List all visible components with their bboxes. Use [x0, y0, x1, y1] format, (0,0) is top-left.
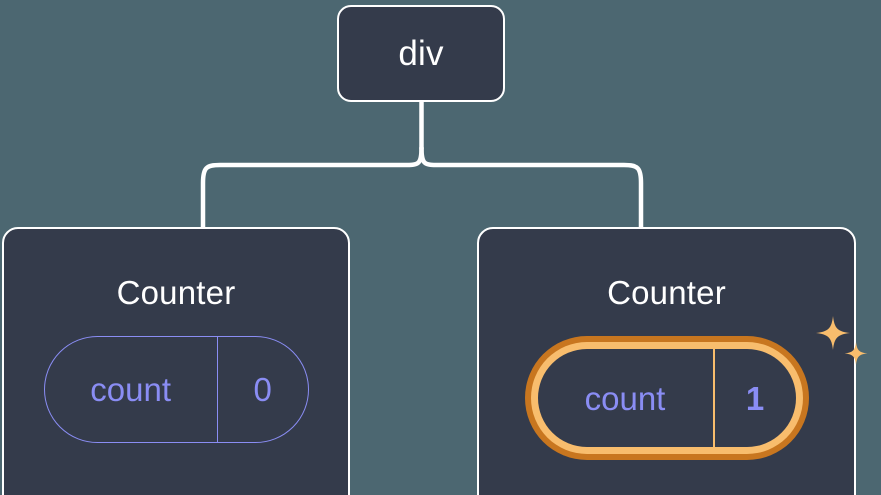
state-pill-right-value: 1	[745, 379, 765, 417]
state-pill-right-wrap: count 1	[524, 316, 867, 460]
sparkle-small-icon	[844, 342, 867, 365]
node-div[interactable]: div	[337, 5, 505, 102]
state-pill-left-wrap: count 0	[43, 336, 309, 443]
state-pill-right-core: count 1	[537, 349, 796, 447]
node-counter-left-title: Counter	[116, 274, 236, 311]
node-counter-right-title: Counter	[607, 274, 726, 311]
edge-to-left-child	[200, 145, 424, 230]
node-div-label: div	[398, 34, 444, 73]
state-pill-left-key: count	[45, 337, 218, 442]
node-counter-left[interactable]: Counter count 0	[2, 227, 350, 495]
edge-to-right-child	[419, 145, 644, 230]
state-pill-right[interactable]: count 1	[524, 336, 809, 460]
state-pill-left[interactable]: count 0	[43, 336, 309, 443]
node-counter-right[interactable]: Counter count 1	[477, 227, 867, 495]
sparkle-large-icon	[815, 316, 850, 350]
sparkle-group	[815, 316, 867, 365]
state-pill-right-key: count	[538, 349, 715, 447]
state-pill-left-value: 0	[253, 371, 272, 408]
state-pill-right-ring: count 1	[530, 342, 803, 454]
